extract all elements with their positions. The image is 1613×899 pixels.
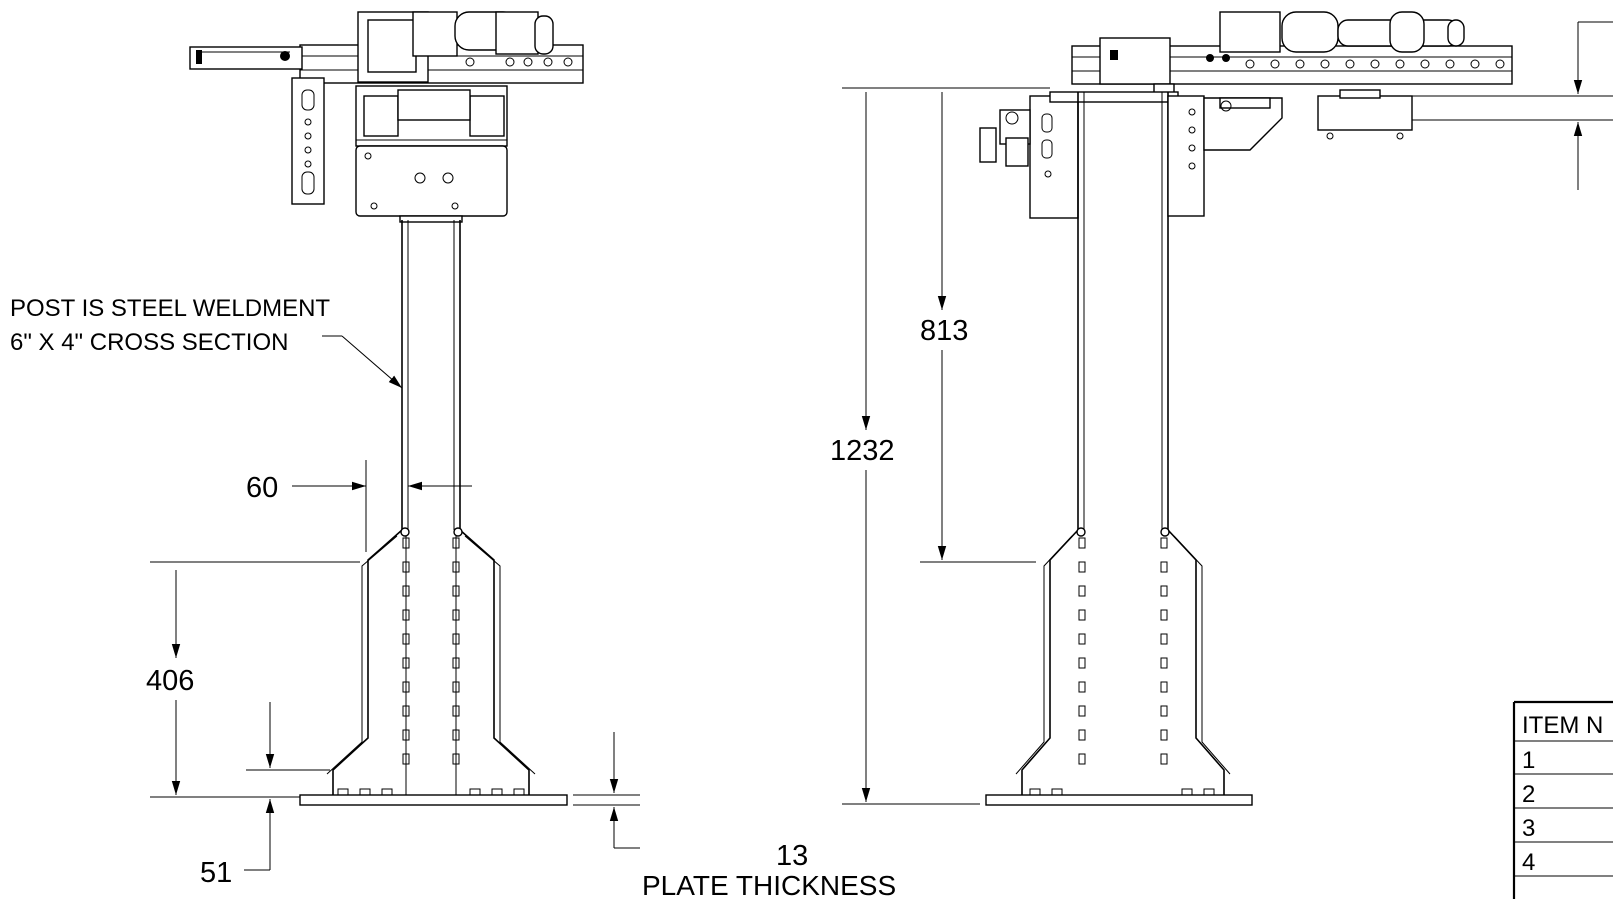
bom-row-1: 1 bbox=[1522, 747, 1535, 774]
right-gussets bbox=[1015, 529, 1231, 795]
left-gussets bbox=[326, 529, 536, 795]
post-note-line1: POST IS STEEL WELDMENT bbox=[10, 295, 330, 322]
dim-right-edge bbox=[1412, 21, 1613, 190]
dim-1232-text: 1232 bbox=[830, 435, 895, 467]
post-note-leader bbox=[322, 335, 403, 389]
right-weld-marks bbox=[1076, 527, 1170, 765]
dim-60-text: 60 bbox=[246, 472, 278, 504]
dim-813-text: 813 bbox=[920, 315, 968, 347]
left-base-plate bbox=[299, 788, 568, 806]
left-vertical-bracket bbox=[291, 77, 325, 205]
dim-406-text: 406 bbox=[146, 665, 194, 697]
bom-row-4: 4 bbox=[1522, 849, 1535, 876]
bom-row-2: 2 bbox=[1522, 781, 1535, 808]
right-top-rail bbox=[1071, 11, 1513, 85]
right-base-plate bbox=[985, 788, 1253, 806]
dim-60 bbox=[292, 460, 472, 552]
left-top-rail bbox=[189, 11, 584, 84]
bom-row-3: 3 bbox=[1522, 815, 1535, 842]
bom-header: ITEM N bbox=[1522, 712, 1603, 739]
bom-table bbox=[1512, 700, 1613, 899]
post-note-line2: 6" X 4" CROSS SECTION bbox=[10, 329, 288, 356]
right-right-bracket bbox=[1167, 89, 1413, 217]
right-left-bracket bbox=[979, 95, 1079, 219]
left-weld-marks bbox=[400, 527, 463, 765]
dim-51 bbox=[244, 702, 330, 871]
plate-thickness-label: PLATE THICKNESS bbox=[642, 870, 896, 899]
right-post bbox=[1049, 91, 1179, 530]
left-carriage bbox=[355, 85, 508, 223]
dim-406 bbox=[150, 561, 360, 798]
right-view bbox=[842, 11, 1613, 806]
dim-813 bbox=[920, 92, 1036, 563]
left-post bbox=[401, 220, 461, 530]
dim-13 bbox=[573, 732, 640, 849]
left-view bbox=[150, 11, 640, 871]
dim-51-text: 51 bbox=[200, 857, 232, 889]
dim-13-text: 13 bbox=[776, 840, 808, 872]
dim-1232 bbox=[842, 87, 1050, 805]
